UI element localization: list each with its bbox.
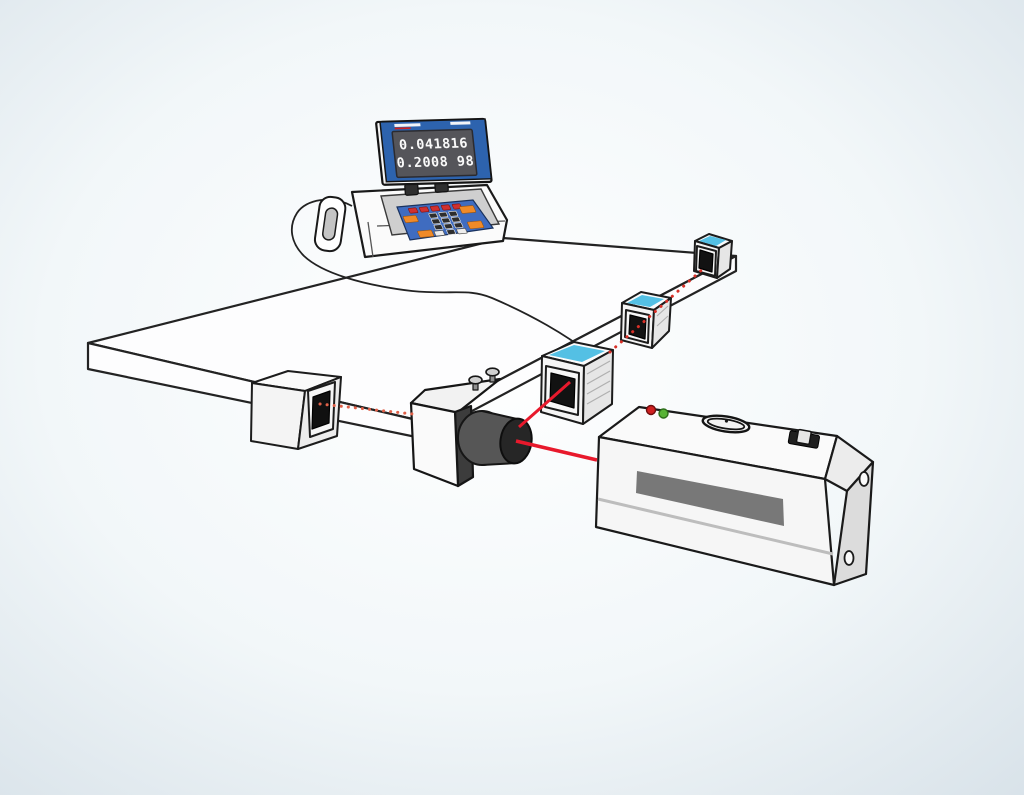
console-screen-lid: 0.041816 0.2008 98 xyxy=(375,117,493,186)
numeric-key[interactable] xyxy=(450,216,461,223)
numeric-key[interactable] xyxy=(448,210,459,217)
status-led-green xyxy=(658,408,669,419)
laser-beam-dotted-sensors xyxy=(608,265,707,354)
optical-aperture xyxy=(698,249,714,273)
clear-key[interactable] xyxy=(456,228,468,235)
lid-hinge-left xyxy=(404,183,419,196)
bezel-brand-underline xyxy=(394,127,411,130)
numeric-key[interactable] xyxy=(446,229,456,235)
adjustment-screw[interactable] xyxy=(468,375,483,391)
laser-head-unit xyxy=(594,404,875,587)
screen-readout-line2: 0.2008 98 xyxy=(396,153,475,171)
interferometer-body xyxy=(409,401,460,488)
function-key[interactable] xyxy=(429,205,441,212)
laser-head-label-stripe xyxy=(636,471,784,526)
interferometer-lens-unit xyxy=(409,367,533,488)
screen-readout-line1: 0.041816 xyxy=(398,135,469,153)
numeric-key[interactable] xyxy=(443,223,454,230)
function-key[interactable] xyxy=(419,206,430,213)
soft-key[interactable] xyxy=(402,215,419,223)
optical-aperture xyxy=(311,390,331,430)
sensor-blue-top xyxy=(627,295,664,307)
mount-hole xyxy=(843,550,855,566)
lens-barrel xyxy=(457,410,533,466)
numeric-key[interactable] xyxy=(433,224,444,231)
carry-slot-handle[interactable] xyxy=(701,413,751,435)
mount-hole xyxy=(858,471,870,487)
laser-head-seam xyxy=(597,497,834,556)
numeric-key[interactable] xyxy=(431,218,441,225)
soft-key[interactable] xyxy=(459,205,477,214)
function-key[interactable] xyxy=(451,203,462,210)
laser-beam-to-sensor xyxy=(518,380,571,429)
retroreflector-cube xyxy=(250,370,342,450)
console-keypad xyxy=(402,203,485,238)
numeric-key[interactable] xyxy=(440,217,451,224)
numeric-key[interactable] xyxy=(453,222,464,229)
power-switch[interactable] xyxy=(787,428,820,449)
laser-beam-main xyxy=(515,439,598,462)
sensor-blue-top xyxy=(549,345,605,362)
lcd-screen xyxy=(391,128,478,179)
enter-key[interactable] xyxy=(433,230,446,237)
blue-top-sensor-cube-large xyxy=(540,341,614,425)
numeric-key[interactable] xyxy=(438,211,449,218)
soft-key[interactable] xyxy=(417,229,435,238)
function-key[interactable] xyxy=(440,204,452,211)
bezel-brand-mark-right xyxy=(450,121,471,125)
soft-key[interactable] xyxy=(467,220,485,230)
sensor-blue-top xyxy=(699,236,726,246)
adjustment-screw[interactable] xyxy=(485,367,500,383)
laser-head-front xyxy=(594,435,836,587)
laser-beam-dotted-reference xyxy=(318,402,415,416)
blue-top-sensor-cube-small xyxy=(693,233,733,279)
status-led-red xyxy=(645,404,657,416)
signal-cable xyxy=(290,198,590,354)
numeric-key[interactable] xyxy=(428,212,439,219)
bezel-brand-mark-left xyxy=(394,123,421,127)
function-key[interactable] xyxy=(408,207,419,214)
console-handle xyxy=(313,195,347,253)
display-compensator-console: 0.041816 0.2008 98 xyxy=(313,117,509,259)
